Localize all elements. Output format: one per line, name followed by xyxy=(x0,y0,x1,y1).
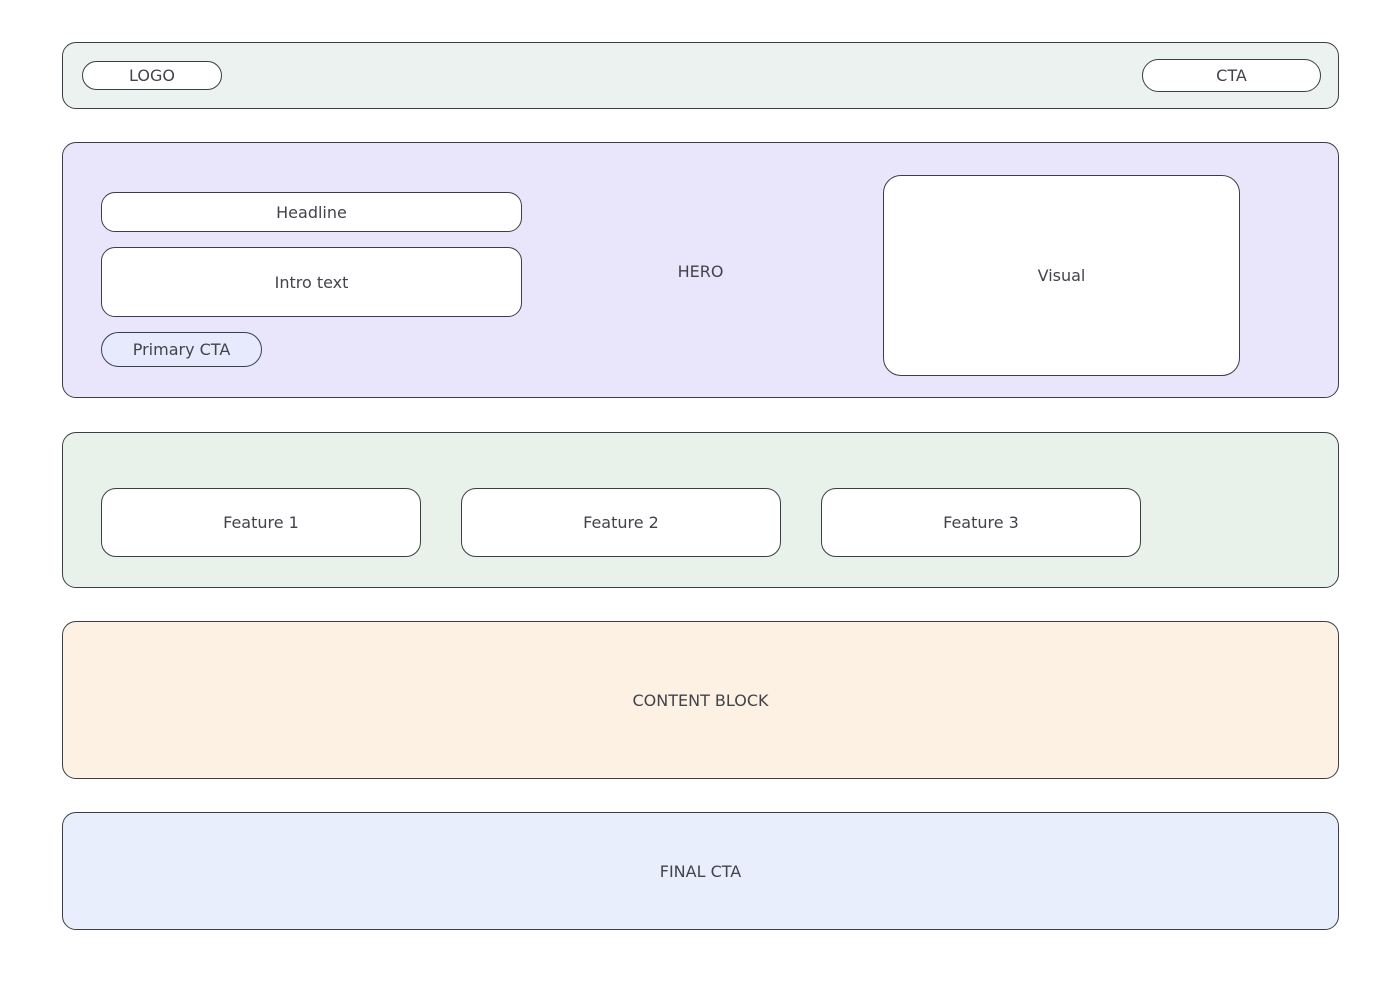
headline-box: Headline xyxy=(101,192,522,232)
content-block-label: CONTENT BLOCK xyxy=(632,690,769,710)
header-cta-button[interactable]: CTA xyxy=(1142,59,1321,92)
content-block-section: CONTENT BLOCK xyxy=(62,621,1339,779)
header-cta-label: CTA xyxy=(1216,66,1247,85)
headline-label: Headline xyxy=(276,202,347,222)
final-cta-label: FINAL CTA xyxy=(659,861,742,881)
feature-card-2: Feature 2 xyxy=(461,488,781,557)
final-cta-section: FINAL CTA xyxy=(62,812,1339,930)
hero-section: Headline Intro text Primary CTA HERO Vis… xyxy=(62,142,1339,398)
primary-cta-label: Primary CTA xyxy=(132,340,231,359)
primary-cta-button[interactable]: Primary CTA xyxy=(101,332,262,367)
features-section: Feature 1 Feature 2 Feature 3 xyxy=(62,432,1339,588)
feature-card-3: Feature 3 xyxy=(821,488,1141,557)
logo-label: LOGO xyxy=(129,66,175,85)
feature-2-label: Feature 2 xyxy=(583,513,659,532)
feature-1-label: Feature 1 xyxy=(223,513,299,532)
logo-pill[interactable]: LOGO xyxy=(82,61,222,90)
hero-visual-label: Visual xyxy=(1037,266,1086,285)
header-bar: LOGO CTA xyxy=(62,42,1339,109)
intro-text-box: Intro text xyxy=(101,247,522,317)
feature-card-1: Feature 1 xyxy=(101,488,421,557)
intro-text-label: Intro text xyxy=(274,272,349,292)
feature-3-label: Feature 3 xyxy=(943,513,1019,532)
hero-section-label: HERO xyxy=(677,262,724,281)
hero-visual-box: Visual xyxy=(883,175,1240,376)
